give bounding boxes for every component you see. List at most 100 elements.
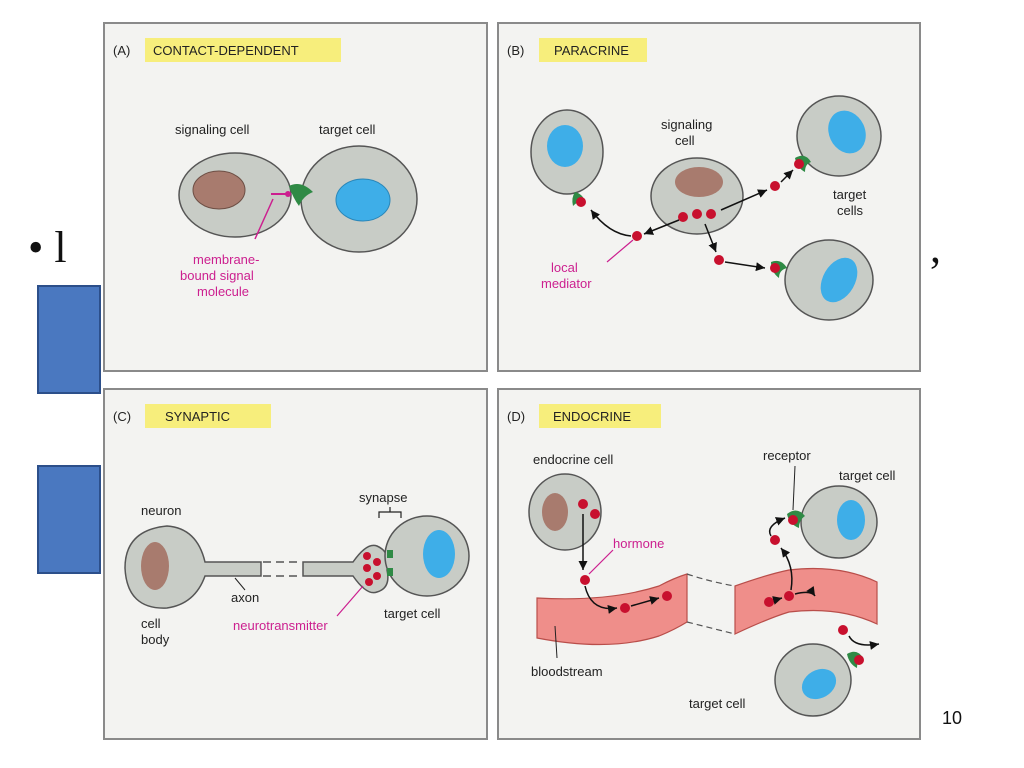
panel-b-letter: (B) bbox=[507, 43, 524, 58]
paracrine-signaling-nucleus bbox=[675, 167, 723, 197]
hormone-pointer bbox=[588, 549, 614, 575]
cell-body-label-1: cell bbox=[141, 616, 161, 631]
blood-hormone bbox=[662, 591, 672, 601]
molecule-label-line1: membrane- bbox=[193, 252, 259, 267]
synaptic-receptor bbox=[387, 550, 393, 558]
receptor-label: receptor bbox=[763, 448, 811, 463]
target-cell-nucleus bbox=[335, 178, 391, 222]
neuron-label: neuron bbox=[141, 503, 181, 518]
neuron-nucleus bbox=[141, 542, 169, 590]
paracrine-target-nucleus-left bbox=[547, 125, 583, 167]
slide-blue-box-upper bbox=[37, 285, 101, 394]
diffusing-mediator bbox=[770, 181, 780, 191]
paracrine-signaling-label-1: signaling bbox=[661, 117, 712, 132]
endocrine-cell-label: endocrine cell bbox=[533, 452, 613, 467]
panel-c-title-highlight bbox=[145, 404, 271, 428]
panel-c-title: SYNAPTIC bbox=[165, 409, 230, 424]
neurotransmitter-vesicle bbox=[373, 572, 381, 580]
bloodstream-right bbox=[734, 567, 878, 635]
panel-b-title: PARACRINE bbox=[554, 43, 629, 58]
target-cell-label: target cell bbox=[319, 122, 375, 137]
slide-blue-box-lower bbox=[37, 465, 101, 574]
endocrine-target-nucleus-bottom bbox=[801, 668, 837, 700]
panel-c-letter: (C) bbox=[113, 409, 131, 424]
blood-hormone bbox=[838, 625, 848, 635]
axon-label: axon bbox=[231, 590, 259, 605]
mediator-label-1: local bbox=[551, 260, 578, 275]
hormone-path-arrow bbox=[848, 635, 880, 650]
endocrine-bound-hormone-top bbox=[788, 515, 798, 525]
neurotransmitter-vesicle bbox=[373, 558, 381, 566]
hormone-dot bbox=[578, 499, 588, 509]
molecule-label-line2: bound signal bbox=[180, 268, 254, 283]
paracrine-bound-signal-left bbox=[576, 197, 586, 207]
paracrine-target-label-1: target bbox=[833, 187, 867, 202]
panel-contact-dependent: (A) CONTACT-DEPENDENT signaling cell tar… bbox=[103, 22, 488, 372]
blood-hormone bbox=[784, 591, 794, 601]
cell-body-label-2: body bbox=[141, 632, 170, 647]
paracrine-target-label-2: cells bbox=[837, 203, 864, 218]
hormone-path-arrow bbox=[584, 585, 618, 614]
endocrine-target-label-bottom: target cell bbox=[689, 696, 745, 711]
bloodstream-pointer bbox=[554, 625, 558, 659]
local-mediator-dot bbox=[678, 212, 688, 222]
blood-hormone bbox=[620, 603, 630, 613]
mediator-label-2: mediator bbox=[541, 276, 592, 291]
endocrine-bound-hormone-bottom bbox=[854, 655, 864, 665]
endocrine-target-label-top: target cell bbox=[839, 468, 895, 483]
synaptic-target-nucleus bbox=[423, 530, 455, 578]
hormone-path-arrow bbox=[780, 547, 793, 591]
neurotransmitter-label: neurotransmitter bbox=[233, 618, 328, 633]
paracrine-arrow bbox=[780, 169, 794, 183]
diffusing-mediator bbox=[714, 255, 724, 265]
panel-d-title: ENDOCRINE bbox=[553, 409, 631, 424]
paracrine-arrow bbox=[704, 223, 717, 253]
synaptic-receptor bbox=[387, 568, 393, 576]
panel-d-letter: (D) bbox=[507, 409, 525, 424]
hormone-path-arrow bbox=[794, 586, 816, 597]
paracrine-arrow bbox=[643, 219, 680, 235]
membrane-receptor bbox=[289, 184, 313, 206]
local-mediator-dot bbox=[692, 209, 702, 219]
paracrine-arrow bbox=[720, 189, 768, 211]
hormone-path-arrow bbox=[768, 517, 786, 537]
panel-a-title: CONTACT-DEPENDENT bbox=[153, 43, 299, 58]
blood-hormone bbox=[580, 575, 590, 585]
slide-bullet-fragment: • l bbox=[28, 223, 67, 272]
panel-d-title-highlight bbox=[539, 404, 661, 428]
blood-hormone bbox=[770, 535, 780, 545]
axon-pointer bbox=[234, 577, 246, 591]
molecule-pointer bbox=[254, 198, 274, 240]
paracrine-signaling-label-2: cell bbox=[675, 133, 695, 148]
paracrine-arrow bbox=[724, 261, 766, 272]
mediator-pointer bbox=[606, 239, 634, 263]
molecule-label-line3: molecule bbox=[197, 284, 249, 299]
panel-synaptic: (C) SYNAPTIC neuron synapse axon cell bo… bbox=[103, 388, 488, 740]
synapse-bracket bbox=[378, 507, 402, 518]
hormone-dot bbox=[590, 509, 600, 519]
panel-a-letter: (A) bbox=[113, 43, 130, 58]
paracrine-target-nucleus-top-right bbox=[828, 110, 866, 154]
paracrine-bound-signal-bottom-right bbox=[770, 263, 780, 273]
slide-comma-fragment: , bbox=[930, 223, 941, 272]
signaling-cell-nucleus bbox=[192, 170, 246, 210]
hormone-path-arrow bbox=[630, 596, 660, 607]
paracrine-bound-signal-top-right bbox=[794, 159, 804, 169]
bloodstream-left bbox=[536, 573, 688, 646]
neurotransmitter-vesicle bbox=[363, 552, 371, 560]
signaling-cell-label: signaling cell bbox=[175, 122, 250, 137]
synapse-label: synapse bbox=[359, 490, 407, 505]
synaptic-target-cell-label: target cell bbox=[384, 606, 440, 621]
blood-hormone bbox=[764, 597, 774, 607]
endocrine-target-nucleus-top bbox=[837, 500, 865, 540]
receptor-pointer bbox=[792, 465, 796, 511]
local-mediator-dot bbox=[706, 209, 716, 219]
bloodstream-break-top bbox=[686, 573, 736, 587]
endocrine-cell-nucleus bbox=[542, 493, 568, 531]
paracrine-arrow bbox=[590, 209, 632, 237]
bloodstream-label: bloodstream bbox=[531, 664, 603, 679]
neurotransmitter-pointer bbox=[336, 585, 364, 617]
panel-paracrine: (B) PARACRINE signaling cell target cell… bbox=[497, 22, 921, 372]
panel-b-title-highlight bbox=[539, 38, 647, 62]
hormone-path-arrow bbox=[772, 596, 783, 605]
